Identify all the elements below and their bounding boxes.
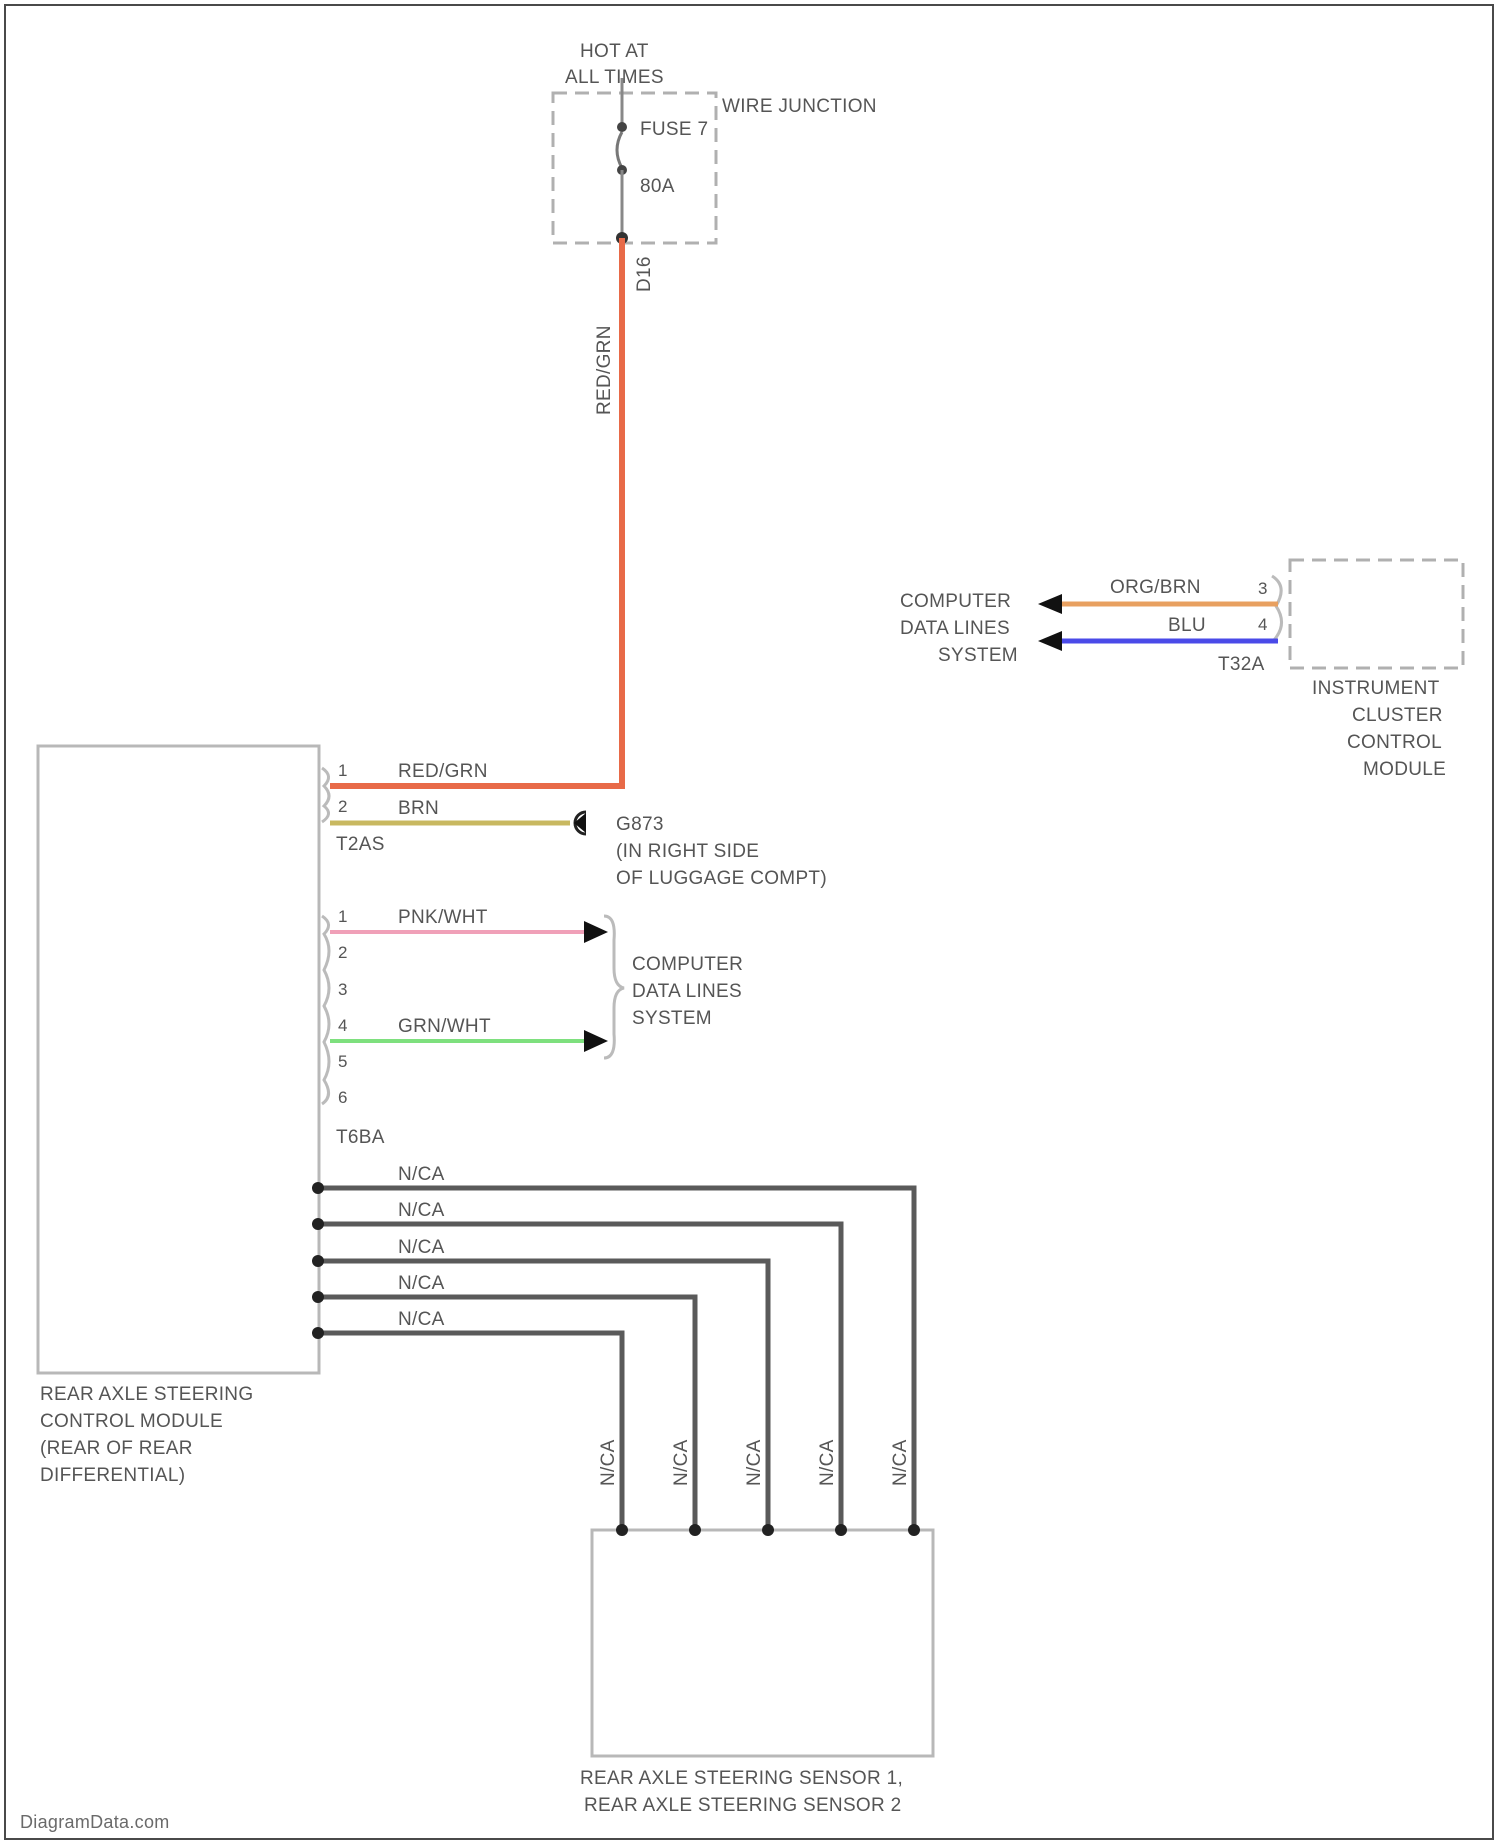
hot-at-label-1: HOT AT [580,41,649,62]
ground-label-1: G873 [616,814,664,835]
sensor-wire-label-2: N/CA [398,1200,445,1221]
sensor-wire-label-5: N/CA [398,1309,445,1330]
sensor-vlabel-5: N/CA [890,1439,911,1486]
rear-module-name-3: (REAR OF REAR [40,1438,193,1459]
cluster-pin-4: 4 [1258,615,1268,634]
instrument-cluster-box [1290,560,1463,668]
sensor-wire-label-4: N/CA [398,1273,445,1294]
data-arrow-pnk-wht [584,921,608,943]
sensor-vlabel-1: N/CA [598,1439,619,1486]
sensor-vlabel-2: N/CA [671,1439,692,1486]
data-lines-label-2: DATA LINES [632,981,742,1002]
ground-symbol-icon [574,812,586,834]
data-wire-label-pnk-wht: PNK/WHT [398,907,488,928]
ground-label-3: OF LUGGAGE COMPT) [616,868,827,889]
t2as-connector-bracket [322,768,329,822]
t6ba-connector-bracket [322,916,329,1104]
data-wire-label-grn-wht: GRN/WHT [398,1016,491,1037]
wire-junction-box [553,93,716,243]
rear-axle-sensor-box [592,1530,933,1756]
cluster-wire-label-blu: BLU [1168,615,1206,636]
power-wire-color-label: RED/GRN [594,325,615,415]
t2as-connector-name: T2AS [336,834,385,855]
sensor-wire-5 [318,1333,622,1530]
sensor-vlabel-4: N/CA [817,1439,838,1486]
rear-module-name-4: DIFFERENTIAL) [40,1465,185,1486]
cluster-name-4: MODULE [1363,759,1446,780]
wire-junction-label: WIRE JUNCTION [722,96,877,117]
fuse-rating: 80A [640,176,675,197]
data-arrow-grn-wht [584,1030,608,1052]
ground-label-2: (IN RIGHT SIDE [616,841,759,862]
cluster-arrow-blu [1038,631,1062,651]
t6ba-pin-4: 4 [338,1016,348,1035]
t6ba-pin-1: 1 [338,907,348,926]
sensor-wire-label-1: N/CA [398,1164,445,1185]
cluster-name-1: INSTRUMENT [1312,678,1440,699]
data-lines-label-3: SYSTEM [632,1008,712,1029]
sensor-name-1: REAR AXLE STEERING SENSOR 1, [580,1768,903,1789]
cluster-name-2: CLUSTER [1352,705,1443,726]
rear-module-name-1: REAR AXLE STEERING [40,1384,253,1405]
t2as-wire-label-2: BRN [398,798,439,819]
t6ba-pin-3: 3 [338,980,348,999]
data-lines-label-1: COMPUTER [632,954,743,975]
cluster-arrow-org-brn [1038,594,1062,614]
hot-at-label-2: ALL TIMES [565,67,664,88]
sensor-name-2: REAR AXLE STEERING SENSOR 2 [584,1795,901,1816]
t2as-pin-1: 1 [338,761,348,780]
cluster-dest-label-3: SYSTEM [938,645,1018,666]
cluster-wire-label-org-brn: ORG/BRN [1110,577,1201,598]
sensor-wire-label-3: N/CA [398,1237,445,1258]
rear-module-name-2: CONTROL MODULE [40,1411,223,1432]
rear-control-module-box [38,746,319,1373]
t2as-wire-label-1: RED/GRN [398,761,488,782]
cluster-dest-label-1: COMPUTER [900,591,1011,612]
fuse-name: FUSE 7 [640,119,708,140]
power-wire [330,238,622,786]
data-lines-brace [604,916,624,1058]
cluster-dest-label-2: DATA LINES [900,618,1010,639]
sensor-wire-3 [318,1261,768,1530]
cluster-connector-name: T32A [1218,654,1265,675]
sensor-vlabel-3: N/CA [744,1439,765,1486]
wire-size-label: D16 [634,256,655,292]
t6ba-pin-2: 2 [338,943,348,962]
watermark: DiagramData.com [20,1812,170,1832]
t6ba-pin-5: 5 [338,1052,348,1071]
fuse-symbol [617,132,622,168]
t6ba-connector-name: T6BA [336,1127,385,1148]
cluster-name-3: CONTROL [1347,732,1442,753]
t2as-pin-2: 2 [338,797,348,816]
cluster-pin-3: 3 [1258,579,1268,598]
cluster-connector-bracket [1272,576,1282,640]
t6ba-pin-6: 6 [338,1088,348,1107]
fuse-terminal-top [617,122,627,132]
